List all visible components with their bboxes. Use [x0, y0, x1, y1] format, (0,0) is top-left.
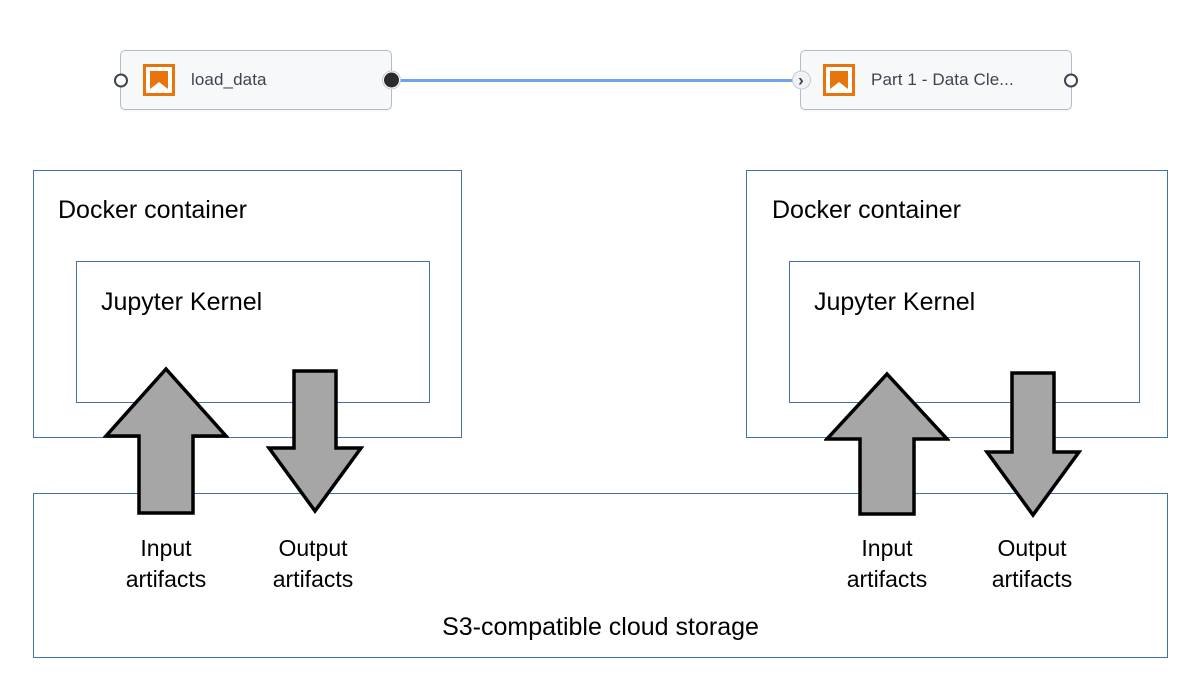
output-artifacts-arrow-right	[982, 370, 1082, 518]
pipeline-node-load-data[interactable]: load_data	[114, 50, 400, 110]
input-artifacts-caption-left: Input artifacts	[125, 535, 207, 592]
bookmark-icon	[823, 64, 855, 96]
pipeline-node-part-1-data-cleaning[interactable]: › Part 1 - Data Cle...	[792, 50, 1078, 110]
pipeline-node-label: load_data	[191, 70, 267, 89]
input-port-chevron[interactable]: ›	[792, 71, 810, 89]
output-artifacts-caption-right: Output artifacts	[991, 535, 1073, 592]
jupyter-kernel-right	[789, 261, 1140, 403]
jupyter-kernel-left-title: Jupyter Kernel	[101, 288, 263, 316]
docker-container-right-title: Docker container	[772, 196, 961, 224]
input-artifacts-arrow-left	[103, 366, 229, 516]
output-artifacts-caption-left: Output artifacts	[272, 535, 354, 592]
output-port-ring[interactable]	[1063, 72, 1080, 89]
output-port-dot[interactable]	[382, 71, 400, 89]
s3-cloud-storage-box	[33, 493, 1168, 658]
input-artifacts-caption-right: Input artifacts	[846, 535, 928, 592]
pipeline-edge[interactable]	[392, 79, 800, 82]
docker-container-left-title: Docker container	[58, 196, 247, 224]
input-port-ring[interactable]	[113, 72, 130, 89]
output-artifacts-arrow-left	[264, 368, 364, 514]
s3-cloud-storage-label: S3-compatible cloud storage	[442, 613, 759, 641]
jupyter-kernel-right-title: Jupyter Kernel	[814, 288, 976, 316]
bookmark-icon	[143, 64, 175, 96]
pipeline-node-label: Part 1 - Data Cle...	[871, 70, 1014, 89]
input-artifacts-arrow-right	[824, 371, 950, 517]
jupyter-kernel-left	[76, 261, 430, 403]
